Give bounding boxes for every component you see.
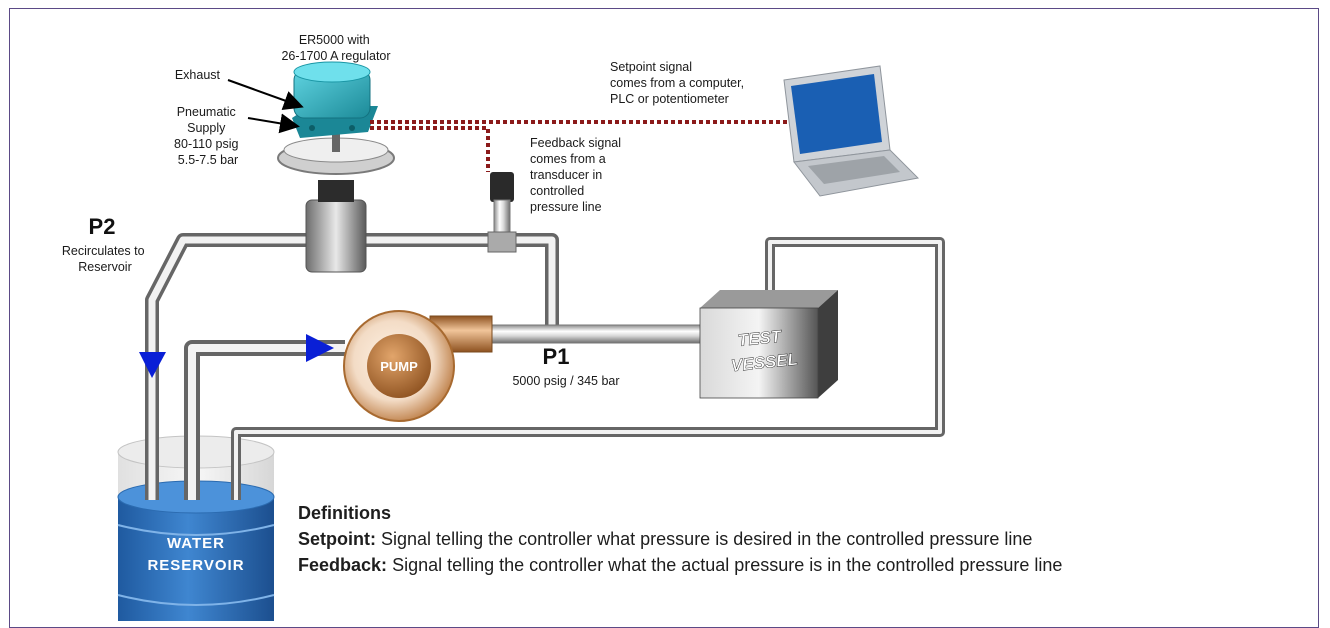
feedback-note-line5: pressure line (530, 200, 602, 214)
definition-setpoint-term: Setpoint: (298, 529, 376, 549)
p2-desc-line2: Reservoir (78, 260, 132, 274)
flow-arrow-inlet (306, 334, 334, 362)
setpoint-note-line3: PLC or potentiometer (610, 92, 729, 106)
supply-label-line4: 5.5-7.5 bar (178, 153, 238, 167)
reservoir-label-line1: WATER (167, 535, 225, 552)
pressure-transducer (487, 172, 517, 253)
definition-feedback: Feedback: Signal telling the controller … (298, 552, 1062, 578)
svg-text:Setpoint signal comes from: Setpoint signal comes from a computer, P… (610, 60, 748, 106)
test-vessel-label-line2: VESSEL (730, 350, 799, 376)
test-vessel: TEST VESSEL (699, 290, 838, 399)
feedback-note-line3: transducer in (530, 168, 602, 182)
svg-text:Pneumatic Supply 80-11: Pneumatic Supply 80-110 psig 5.5-7.5 bar (174, 105, 242, 167)
definition-feedback-text: Signal telling the controller what the a… (392, 555, 1063, 575)
reservoir-label-line2: RESERVOIR (147, 557, 244, 574)
supply-label-line2: Supply (187, 121, 226, 135)
definition-feedback-term: Feedback: (298, 555, 388, 575)
feedback-note-line2: comes from a (530, 152, 606, 166)
definitions-panel: Definitions Setpoint: Signal telling the… (298, 500, 1062, 578)
supply-arrow (247, 113, 300, 134)
back-pressure-regulator (277, 120, 395, 273)
svg-text:Recirculates to Reservoir: Recirculates to Reservoir (62, 244, 148, 274)
er5000-controller (292, 61, 378, 138)
supply-label-line3: 80-110 psig (174, 137, 238, 151)
pump: PUMP (343, 310, 493, 422)
feedback-note-line4: controlled (530, 184, 584, 198)
definitions-title: Definitions (298, 503, 391, 523)
signal-lines (370, 120, 820, 172)
definition-setpoint-text: Signal telling the controller what press… (381, 529, 1033, 549)
setpoint-note-line1: Setpoint signal (610, 60, 692, 74)
p2-label: P2 (89, 214, 116, 239)
setpoint-note-line2: comes from a computer, (610, 76, 744, 90)
laptop-icon (783, 65, 920, 197)
controller-label-line2: 26-1700 A regulator (281, 49, 390, 63)
exhaust-arrow (227, 79, 304, 110)
definition-setpoint: Setpoint: Signal telling the controller … (298, 526, 1062, 552)
feedback-note-line1: Feedback signal (530, 136, 621, 150)
controller-label-line1: ER5000 with (299, 33, 370, 47)
flow-arrow-p2 (139, 352, 166, 378)
svg-text:Feedback signal comes from: Feedback signal comes from a transducer … (530, 136, 625, 214)
pump-label: PUMP (380, 359, 418, 374)
p1-desc: 5000 psig / 345 bar (512, 374, 619, 388)
exhaust-label: Exhaust (175, 68, 221, 82)
svg-text:ER5000 with 26-1700 A regu: ER5000 with 26-1700 A regulator (281, 33, 390, 63)
p2-desc-line1: Recirculates to (62, 244, 145, 258)
p1-label: P1 (543, 344, 570, 369)
supply-label-line1: Pneumatic (177, 105, 236, 119)
